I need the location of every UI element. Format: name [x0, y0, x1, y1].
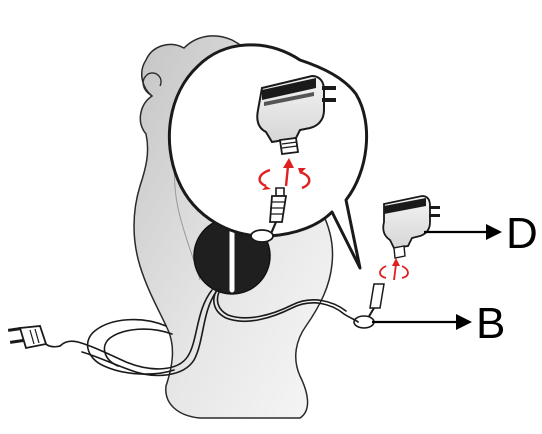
small-plug-prong-1	[429, 206, 440, 209]
small-connector-body	[370, 284, 384, 308]
small-twist-up-head	[392, 258, 400, 266]
plug-prong-1	[322, 86, 336, 90]
ac-plug-prong-b	[10, 339, 23, 344]
connector-collar	[251, 230, 273, 242]
small-plug-prong-2	[429, 214, 440, 217]
connector-tip	[276, 188, 284, 196]
plug-prong-2	[322, 98, 336, 102]
small-twist-up	[394, 264, 396, 280]
small-twist-left	[380, 266, 386, 278]
leader-b-arrowhead	[456, 314, 472, 330]
small-adapter-socket	[394, 246, 405, 258]
ac-plug-prong-a	[8, 327, 21, 332]
leader-d	[424, 224, 502, 240]
label-d: D	[506, 209, 538, 258]
adapter-small	[354, 196, 440, 328]
small-twist-right	[402, 266, 408, 278]
label-b: B	[476, 299, 505, 348]
cable-lower-loop	[88, 320, 174, 374]
leader-b	[372, 314, 472, 330]
leader-d-arrowhead	[486, 224, 502, 240]
cable-lower-loop-2	[104, 329, 172, 366]
ac-plug-body	[20, 326, 46, 348]
ac-plug-cable-end	[8, 326, 46, 348]
